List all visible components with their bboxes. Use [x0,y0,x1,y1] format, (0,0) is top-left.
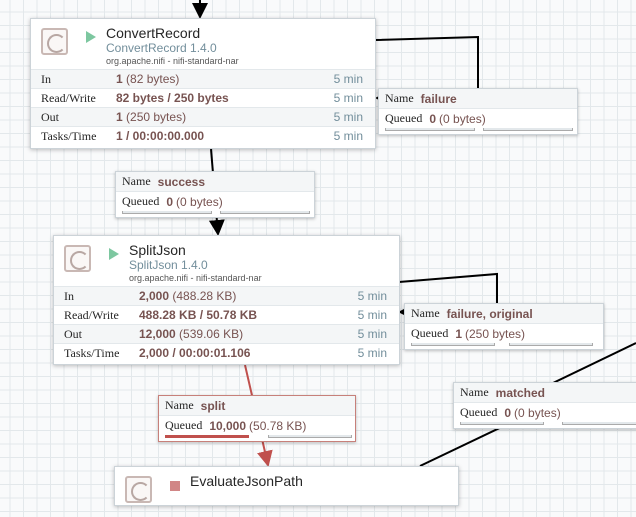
name-label: Name [385,91,414,105]
processor-name: SplitJson [129,242,186,258]
backpressure-size-bar [268,435,352,438]
matched-connection-line-lower [419,422,511,467]
queued-size: (0 bytes) [514,405,561,420]
stat-count: 82 bytes / 250 bytes [116,91,229,105]
processor-bundle: org.apache.nifi - nifi-standard-nar [106,56,239,66]
stat-time: 5 min [357,308,387,322]
stat-count: 1 [116,72,123,86]
backpressure-size-bar [509,343,593,346]
stat-row-read-write: Read/Write 488.28 KB / 50.78 KB 5 min [54,305,399,324]
processor-evaluatejsonpath[interactable]: EvaluateJsonPath [114,466,459,506]
connection-matched[interactable]: Name matched Queued 0(0 bytes) [453,382,636,429]
name-label: Name [411,306,440,320]
processor-icon [64,245,91,272]
processor-icon [125,476,152,503]
queued-count: 10,000 [209,418,247,433]
stat-time: 5 min [357,327,387,341]
stat-count: 488.28 KB / 50.78 KB [139,308,258,322]
processor-icon [41,28,68,55]
backpressure-count-bar [165,435,249,438]
queued-count: 0 [504,405,512,420]
connection-failure[interactable]: Name failure Queued 0(0 bytes) [378,88,578,135]
stat-detail: (82 bytes) [126,72,180,86]
connection-name: split [200,398,226,413]
name-label: Name [122,174,151,188]
stat-label: Out [41,109,59,124]
queued-count: 1 [455,326,463,341]
running-icon [86,31,96,43]
stopped-icon [170,481,180,491]
connection-name: failure, original [446,306,533,321]
backpressure-count-bar [460,422,544,425]
queued-label: Queued [411,326,449,340]
stat-count: 1 [116,110,123,124]
stat-time: 5 min [357,289,387,303]
processor-type: SplitJson 1.4.0 [129,258,208,272]
connection-split[interactable]: Name split Queued 10,000(50.78 KB) [158,395,356,442]
stat-time: 5 min [357,346,387,360]
stat-row-out: Out 12,000 (539.06 KB) 5 min [54,324,399,343]
queued-label: Queued [122,194,160,208]
failure-connection-line [375,35,479,88]
name-label: Name [460,385,489,399]
matched-connection-line [552,342,636,384]
stat-time: 5 min [333,110,363,124]
stat-time: 5 min [333,72,363,86]
backpressure-count-bar [385,128,475,131]
stat-time: 5 min [333,91,363,105]
stat-count: 1 / 00:00:00.000 [116,129,205,143]
backpressure-count-bar [122,211,212,214]
queued-size: (0 bytes) [439,111,486,126]
stat-row-out: Out 1 (250 bytes) 5 min [31,107,375,126]
stat-label: Read/Write [41,90,96,105]
stat-time: 5 min [333,129,363,143]
processor-name: EvaluateJsonPath [190,473,303,489]
backpressure-size-bar [220,211,310,214]
stat-label: Tasks/Time [64,345,120,360]
queued-label: Queued [385,111,423,125]
stat-label: Tasks/Time [41,128,97,143]
stat-row-tasks-time: Tasks/Time 1 / 00:00:00.000 5 min [31,126,375,145]
processor-name: ConvertRecord [106,25,201,41]
queued-size: (250 bytes) [465,326,526,341]
stat-detail: (539.06 KB) [179,327,244,341]
stat-row-in: In 1 (82 bytes) 5 min [31,69,375,88]
stat-label: In [41,71,51,86]
stat-count: 12,000 [139,327,176,341]
connection-name: success [157,174,206,189]
stat-detail: (488.28 KB) [172,289,237,303]
stat-count: 2,000 [139,289,170,303]
processor-splitjson[interactable]: SplitJson SplitJson 1.4.0 org.apache.nif… [53,235,400,365]
processor-bundle: org.apache.nifi - nifi-standard-nar [129,273,262,283]
running-icon [109,248,119,260]
queued-size: (50.78 KB) [249,418,307,433]
connection-name: matched [495,385,546,400]
stat-label: In [64,288,74,303]
stat-count: 2,000 / 00:00:01.106 [139,346,251,360]
stat-detail: (250 bytes) [126,110,187,124]
stat-row-tasks-time: Tasks/Time 2,000 / 00:00:01.106 5 min [54,343,399,362]
queued-count: 0 [166,194,174,209]
processor-convertrecord[interactable]: ConvertRecord ConvertRecord 1.4.0 org.ap… [30,18,376,149]
stat-row-read-write: Read/Write 82 bytes / 250 bytes 5 min [31,88,375,107]
queued-count: 0 [429,111,437,126]
queued-label: Queued [460,405,498,419]
backpressure-size-bar [483,128,573,131]
stat-label: Read/Write [64,307,119,322]
backpressure-count-bar [411,343,495,346]
queued-label: Queued [165,418,203,432]
connection-name: failure [420,91,457,106]
backpressure-size-bar [562,422,636,425]
connection-failure-original[interactable]: Name failure, original Queued 1(250 bytes) [404,303,604,350]
queued-size: (0 bytes) [176,194,223,209]
stat-row-in: In 2,000 (488.28 KB) 5 min [54,286,399,305]
failure-original-connection-line [398,272,498,303]
processor-type: ConvertRecord 1.4.0 [106,41,217,55]
connection-success[interactable]: Name success Queued 0(0 bytes) [115,171,315,218]
stat-label: Out [64,326,82,341]
name-label: Name [165,398,194,412]
